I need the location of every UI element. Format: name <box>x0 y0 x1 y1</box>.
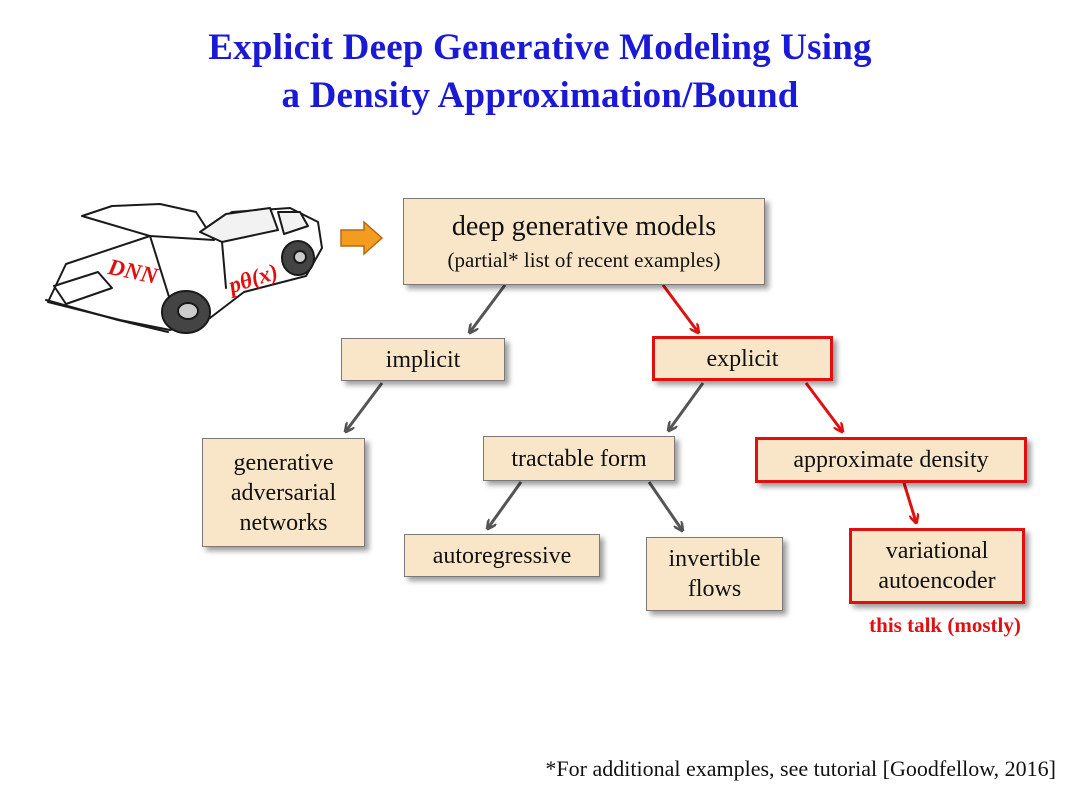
node-approximate-density: approximate density <box>755 437 1027 483</box>
arrow-approximate-to-vae <box>902 482 916 522</box>
node-root-subtitle: (partial* list of recent examples) <box>447 247 721 272</box>
node-flows-line-1: invertible <box>668 546 761 572</box>
node-explicit: explicit <box>652 336 833 381</box>
car-side-line <box>149 235 227 301</box>
car-open-hood <box>81 203 215 241</box>
arrow-root-to-implicit <box>470 284 507 332</box>
this-talk-annotation: this talk (mostly) <box>869 613 1021 637</box>
node-vae-line-2: autoencoder <box>878 568 996 594</box>
car-windshield <box>199 207 279 243</box>
node-explicit-label: explicit <box>706 345 779 372</box>
car-illustration <box>45 203 323 334</box>
node-gan-line-2: adversarial <box>230 479 337 506</box>
car-window <box>277 211 309 235</box>
node-invertible-flows: invertible flows <box>646 537 783 611</box>
node-implicit-label: implicit <box>385 346 461 373</box>
car-front-hub <box>177 302 199 320</box>
title-line-1: Explicit Deep Generative Modeling Using <box>208 27 872 68</box>
arrow-tractable-to-autoregressive <box>488 481 523 528</box>
title-line-2: a Density Approximation/Bound <box>281 75 799 116</box>
node-gan-line-1: generative <box>233 449 334 476</box>
node-root-title: deep generative models <box>451 210 717 242</box>
node-implicit: implicit <box>341 338 505 381</box>
node-tractable-label: tractable form <box>511 445 647 472</box>
node-deep-generative-models: deep generative models (partial* list of… <box>403 198 765 285</box>
node-generative-adversarial-networks: generative adversarial networks <box>202 438 365 547</box>
pointer-arrow <box>340 220 384 256</box>
arrow-implicit-to-gan <box>346 382 384 431</box>
node-approximate-label: approximate density <box>793 447 989 473</box>
arrow-root-to-explicit <box>661 284 698 332</box>
node-variational-autoencoder: variational autoencoder <box>849 528 1025 604</box>
car-rear-hub <box>293 250 307 264</box>
car-bumper <box>45 299 169 333</box>
node-vae-line-1: variational <box>885 538 989 564</box>
node-gan-line-3: networks <box>239 509 328 536</box>
car-grille <box>53 271 113 305</box>
slide-title: Explicit Deep Generative Modeling Using … <box>0 24 1080 120</box>
arrow-explicit-to-tractable <box>669 382 705 430</box>
footnote: *For additional examples, see tutorial [… <box>545 756 1056 781</box>
arrow-explicit-to-approximate <box>804 382 842 431</box>
node-autoregressive-label: autoregressive <box>432 542 572 569</box>
arrow-tractable-to-flows <box>647 481 682 530</box>
node-flows-line-2: flows <box>687 576 742 602</box>
node-tractable-form: tractable form <box>483 436 675 481</box>
node-autoregressive: autoregressive <box>404 534 600 577</box>
